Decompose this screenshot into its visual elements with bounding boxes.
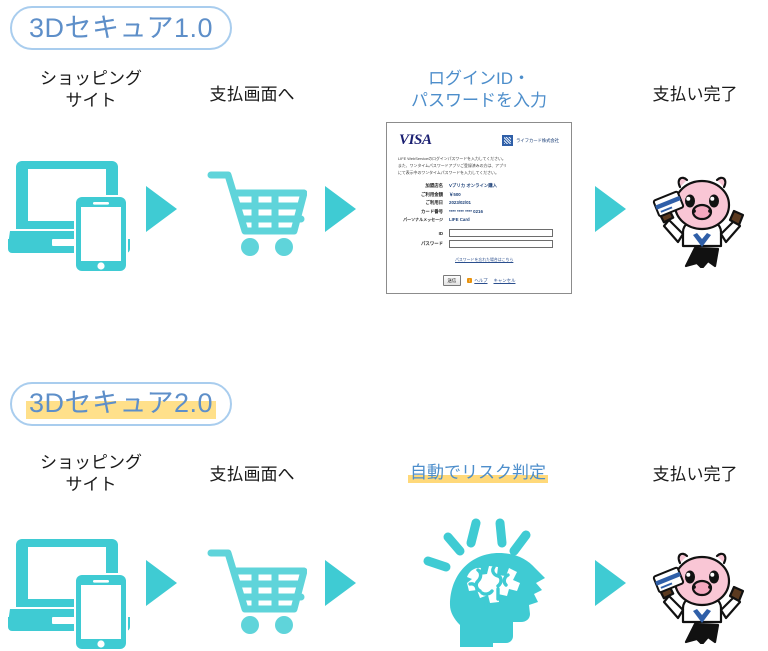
card-auth-form[interactable]: VISA ライフカード株式会社 LIFE WebServiceのログインパスワー… xyxy=(386,122,572,294)
pig-mascot-icon xyxy=(650,548,754,644)
badge-label: 3Dセキュア1.0 xyxy=(28,12,213,43)
id-input[interactable] xyxy=(449,229,553,238)
detail-row: カード番号 **** **** **** 0216 xyxy=(397,208,561,216)
forgot-password-link[interactable]: パスワードを忘れた場合はこちら xyxy=(455,257,514,263)
help-icon: ! xyxy=(467,278,473,284)
arrow-icon-1 xyxy=(146,186,177,232)
detail-row: 加盟店名 Vプリカ オンライン購入 xyxy=(397,182,561,190)
arrow-icon-4 xyxy=(146,560,177,606)
arrow-icon-3 xyxy=(595,186,626,232)
brain-thinking-icon xyxy=(420,505,560,648)
id-field-row: ID xyxy=(397,229,561,238)
visa-logo: VISA xyxy=(399,132,432,148)
badge-label: 3Dセキュア2.0 xyxy=(25,389,216,419)
issuer-mark-icon xyxy=(502,135,514,146)
caption-auto-risk-text: 自動でリスク判定 xyxy=(408,463,548,483)
password-field-row: パスワード xyxy=(397,240,561,249)
detail-key: ご利用金額 xyxy=(421,191,443,197)
help-link[interactable]: ! ヘルプ xyxy=(467,277,488,284)
detail-value: Vプリカ オンライン購入 xyxy=(449,183,498,189)
devices-icon xyxy=(8,155,132,273)
badge-3dsecure-1: 3Dセキュア1.0 xyxy=(10,6,232,50)
detail-value: **** **** **** 0216 xyxy=(449,208,483,214)
issuer-logo: ライフカード株式会社 xyxy=(502,135,559,146)
caption-auto-risk-assessment: 自動でリスク判定 xyxy=(358,462,598,484)
caption-shopping-site-1: ショッピング サイト xyxy=(40,69,142,111)
card-form-header: VISA ライフカード株式会社 xyxy=(387,123,571,153)
cancel-link[interactable]: キャンセル xyxy=(493,277,516,283)
caption-login-input: ログインID・ パスワードを入力 xyxy=(411,69,547,111)
caption-payment-complete-2: 支払い完了 xyxy=(652,465,738,484)
card-form-note: LIFE WebServiceのログインパスワードを入力してください。 また、ワ… xyxy=(398,156,507,175)
caption-shopping-site-2: ショッピング サイト xyxy=(40,453,142,495)
submit-button[interactable]: 送信 xyxy=(442,275,462,287)
detail-value: 2023/02/01 xyxy=(449,200,471,206)
detail-value: ￥500 xyxy=(449,191,461,197)
detail-row: パーソナルメッセージ LIFE Card xyxy=(397,216,561,224)
detail-value: LIFE Card xyxy=(449,216,470,222)
arrow-icon-5 xyxy=(325,560,356,606)
caption-payment-screen-2: 支払画面へ xyxy=(209,465,295,484)
shopping-cart-icon xyxy=(203,540,307,644)
caption-payment-screen-1: 支払画面へ xyxy=(209,85,295,104)
devices-icon xyxy=(8,533,132,651)
detail-row: ご利用日 2023/02/01 xyxy=(397,199,561,207)
pig-mascot-icon xyxy=(650,172,754,268)
detail-key: 加盟店名 xyxy=(425,183,443,189)
detail-row: ご利用金額 ￥500 xyxy=(397,191,561,199)
arrow-icon-2 xyxy=(325,186,356,232)
badge-3dsecure-2: 3Dセキュア2.0 xyxy=(10,382,232,426)
card-form-actions: 送信 ! ヘルプ キャンセル xyxy=(387,275,571,293)
issuer-name: ライフカード株式会社 xyxy=(516,137,559,143)
detail-key: カード番号 xyxy=(421,208,443,214)
password-input[interactable] xyxy=(449,240,553,249)
id-field-label: ID xyxy=(438,230,443,236)
detail-key: パーソナルメッセージ xyxy=(403,216,443,222)
password-field-label: パスワード xyxy=(421,241,443,247)
detail-key: ご利用日 xyxy=(425,200,443,206)
card-form-fields: ID パスワード パスワードを忘れた場合はこちら xyxy=(387,224,571,266)
shopping-cart-icon xyxy=(203,162,307,266)
help-label: ヘルプ xyxy=(474,277,488,283)
arrow-icon-6 xyxy=(595,560,626,606)
caption-payment-complete-1: 支払い完了 xyxy=(652,85,738,104)
card-form-details: 加盟店名 Vプリカ オンライン購入 ご利用金額 ￥500 ご利用日 2023/0… xyxy=(387,180,571,224)
